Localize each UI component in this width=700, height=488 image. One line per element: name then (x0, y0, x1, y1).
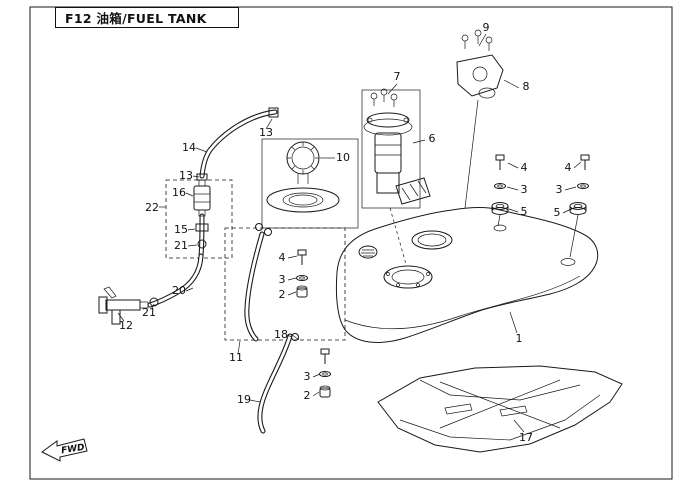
callout-10: 10 (336, 151, 350, 164)
clip-13-top (268, 107, 279, 118)
washer-3-bottom (319, 371, 331, 377)
mount-tab-left (493, 224, 507, 232)
fuel-pump-assembly (363, 88, 431, 265)
bracket-8 (456, 54, 504, 97)
callout-4-right1: 4 (521, 161, 528, 174)
callouts: 9 7 8 6 13 10 14 13 16 22 15 21 20 21 12… (119, 21, 572, 444)
fuel-cap (266, 141, 340, 213)
hose-14 (200, 110, 277, 178)
callout-20: 20 (172, 284, 186, 297)
cap-group-box (261, 138, 359, 229)
callout-1: 1 (516, 332, 523, 345)
callout-15: 15 (174, 223, 188, 236)
fwd-arrow: FWD (41, 438, 88, 462)
callout-14: 14 (182, 141, 196, 154)
callout-19: 19 (237, 393, 251, 406)
clips-clamps (149, 107, 300, 341)
callout-12: 12 (119, 319, 133, 332)
callout-17: 17 (519, 431, 533, 444)
pump-opening (383, 265, 433, 289)
callout-13-filter: 13 (179, 169, 193, 182)
page-border (29, 6, 673, 480)
washer-3-left (296, 275, 308, 281)
washer-3-right2 (577, 183, 589, 189)
tank-boss (358, 245, 378, 259)
clamp-21-filter (197, 239, 207, 249)
fuel-filter (193, 179, 211, 217)
callout-13-top: 13 (259, 126, 273, 139)
leader-lines (117, 33, 582, 433)
hose-11 (245, 232, 264, 341)
clip-15 (195, 223, 209, 232)
hose-20 (148, 254, 203, 307)
callout-3-right1: 3 (521, 183, 528, 196)
fuel-valve (98, 286, 149, 325)
elbow-clamp-a (255, 223, 263, 231)
clamp-21-hose (149, 297, 159, 307)
pump-group-box (361, 89, 421, 209)
pump-lower (376, 172, 400, 194)
mount-tab-right (560, 258, 576, 266)
bracket-screws-9 (461, 29, 493, 51)
callout-3-bottom: 3 (304, 370, 311, 383)
callout-8: 8 (523, 80, 530, 93)
elbow-clamp-b (264, 228, 272, 236)
callout-4-left: 4 (279, 251, 286, 264)
callout-18: 18 (274, 328, 288, 341)
callout-16: 16 (172, 186, 186, 199)
callout-2-left: 2 (279, 288, 286, 301)
callout-7: 7 (394, 70, 401, 83)
callout-21-filter: 21 (174, 239, 188, 252)
diagram-title-box: F12 油箱/FUEL TANK (55, 7, 239, 28)
washer-3-right1 (494, 183, 506, 189)
callout-5-right2: 5 (554, 206, 561, 219)
heat-shield (377, 365, 623, 453)
bolt-4-right2 (580, 154, 590, 161)
pump-body (374, 132, 402, 174)
pump-flange (366, 112, 410, 128)
callout-11: 11 (229, 351, 243, 364)
callout-2-bottom: 2 (304, 389, 311, 402)
callout-21-hose: 21 (142, 306, 156, 319)
pump-strainer (395, 177, 431, 205)
callout-9: 9 (483, 21, 490, 34)
hoses (147, 109, 293, 434)
callout-3-left: 3 (279, 273, 286, 286)
fwd-label: FWD (60, 443, 85, 457)
filter-hose (199, 214, 204, 258)
callout-5-right1: 5 (521, 205, 528, 218)
callout-4-right2: 4 (565, 161, 572, 174)
callout-6: 6 (429, 132, 436, 145)
grommet-2-left (296, 287, 308, 298)
bolt-4-left (297, 249, 307, 256)
callout-22: 22 (145, 201, 159, 214)
filler-neck (411, 230, 453, 250)
pump-bracket (456, 29, 504, 209)
grommet-2-bottom (319, 387, 331, 398)
fuel-tank (335, 206, 599, 343)
pump-screws-7 (370, 88, 398, 107)
page-title: F12 油箱/FUEL TANK (65, 11, 207, 26)
callout-3-right2: 3 (556, 183, 563, 196)
bolt-4-right1 (495, 154, 505, 161)
bolt-bottom (320, 348, 330, 355)
hardware (296, 154, 590, 398)
hose-19 (258, 334, 292, 433)
filler-ring (266, 187, 340, 213)
